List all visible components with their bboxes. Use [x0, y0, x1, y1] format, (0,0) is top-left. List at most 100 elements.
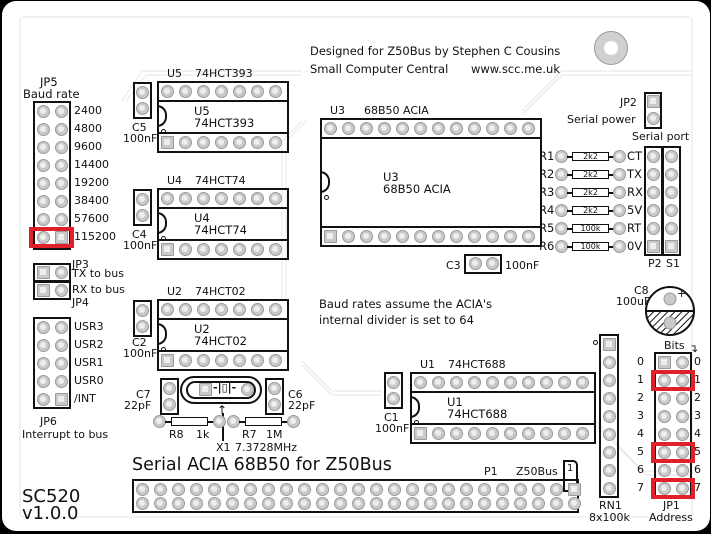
u4-pin	[197, 192, 210, 205]
serial-resistor-lead	[609, 192, 614, 194]
u1-pin	[486, 427, 499, 440]
u2-pin	[179, 354, 192, 367]
u3-ref: U3	[383, 169, 399, 184]
p1-pin-row-b	[550, 497, 563, 510]
bits-arrow-icon: ↴	[689, 342, 699, 355]
c2-pin-2	[136, 320, 149, 333]
p1-pin-row-a	[352, 483, 365, 496]
p1-pin-row-b	[316, 497, 329, 510]
jp5-pin-a	[37, 159, 50, 172]
u1-pin	[522, 427, 535, 440]
u1-pin	[558, 376, 571, 389]
p1-pin-row-a	[208, 483, 221, 496]
serial-resistor-lead	[567, 174, 572, 176]
jp5-rate-label: 38400	[74, 194, 109, 207]
p1-pin-row-a	[406, 483, 419, 496]
u1-pin	[432, 427, 445, 440]
jp6-pin-a	[37, 393, 50, 406]
jp1-ref: JP1	[663, 499, 680, 512]
c7-footprint	[160, 378, 179, 415]
jp1-jumper-fitted[interactable]	[651, 442, 695, 463]
x1-pin-1	[199, 383, 212, 396]
u2-pin	[197, 303, 210, 316]
p1-pin-row-a	[550, 483, 563, 496]
baud-note-line-2: internal divider is set to 64	[319, 313, 474, 327]
u5-pin	[161, 136, 174, 149]
jp4-header[interactable]	[33, 281, 71, 300]
jp3-ref: JP3	[72, 258, 89, 271]
u5-pin1-dot	[161, 129, 166, 134]
serial-resistor-body: 2k2	[572, 152, 609, 161]
p1-pin-row-b	[370, 497, 383, 510]
jp5-ref: JP5	[40, 75, 58, 89]
u3-top-ref: U3	[330, 104, 346, 117]
u2-pin	[233, 303, 246, 316]
jp5-jumper-fitted[interactable]	[29, 227, 74, 248]
u1-pin	[540, 427, 553, 440]
jp2-ref: JP2	[620, 96, 637, 109]
p1-pin-row-a	[460, 483, 473, 496]
rn1-bit-label: 5	[637, 445, 644, 458]
jp5-pin-a	[37, 177, 50, 190]
serial-signal-label: RT	[627, 221, 642, 235]
u2-top-row-line	[157, 318, 289, 320]
u1-pin	[540, 376, 553, 389]
jp1-pin-b	[676, 464, 689, 477]
jp1-pin-a	[658, 392, 671, 405]
u1-top-row-line	[410, 391, 596, 393]
c1-pin-1	[387, 376, 400, 389]
u3-part: 68B50 ACIA	[383, 181, 451, 196]
jp5-rate-label: 2400	[74, 104, 102, 117]
jp1-jumper-fitted[interactable]	[651, 370, 695, 391]
u1-pin	[558, 427, 571, 440]
serial-resistor-body: 2k2	[572, 206, 609, 215]
u3-pin	[504, 230, 517, 243]
p2-ref: P2	[648, 257, 662, 270]
jp6-pin-b	[55, 339, 68, 352]
jp2-header[interactable]	[644, 92, 662, 129]
c3-pin-2	[486, 257, 499, 270]
u5-pin	[233, 85, 246, 98]
s1-connector[interactable]	[662, 146, 681, 256]
jp5-pin-b	[55, 141, 68, 154]
u2-pin1-dot	[161, 347, 166, 352]
p1-pin-row-a	[316, 483, 329, 496]
u2-pin	[269, 354, 282, 367]
u5-top-part: 74HCT393	[195, 67, 253, 80]
c3-ref: C3	[446, 259, 461, 272]
u4-pin	[233, 192, 246, 205]
p1-pin-row-b	[226, 497, 239, 510]
jp1-jumper-fitted[interactable]	[651, 478, 695, 499]
serial-resistor-lead	[567, 246, 572, 248]
s1-pin	[665, 204, 678, 217]
jp1-pin-b	[676, 482, 689, 495]
jp1-bit-label: 3	[694, 409, 701, 422]
u5-pin	[215, 136, 228, 149]
u2-top-ref: U2	[167, 285, 183, 298]
jp5-label: Baud rate	[23, 87, 80, 101]
u4-bottom-row-line	[157, 239, 289, 241]
jp6-row-label: /INT	[74, 392, 96, 405]
c1-ref: C1	[384, 411, 399, 424]
u1-pin	[504, 427, 517, 440]
serial-resistor-pin-2	[613, 240, 626, 253]
u4-pin	[179, 192, 192, 205]
u1-pin	[450, 376, 463, 389]
p1-pin-row-a	[262, 483, 275, 496]
jp6-row-label: USR1	[74, 356, 104, 369]
u1-pin	[450, 427, 463, 440]
website-text: www.scc.me.uk	[471, 62, 560, 76]
u5-pin	[197, 85, 210, 98]
u2-top-part: 74HCT02	[195, 285, 246, 298]
c4-pin-2	[136, 209, 149, 222]
serial-resistor-ref: R3	[539, 185, 555, 199]
c6-pin-1	[268, 382, 281, 395]
u2-pin	[215, 303, 228, 316]
p2-pin	[647, 222, 660, 235]
serial-resistor-ref: R6	[539, 239, 555, 253]
jp5-pin-b	[55, 123, 68, 136]
s1-ref: S1	[666, 257, 680, 270]
u5-pin	[179, 85, 192, 98]
